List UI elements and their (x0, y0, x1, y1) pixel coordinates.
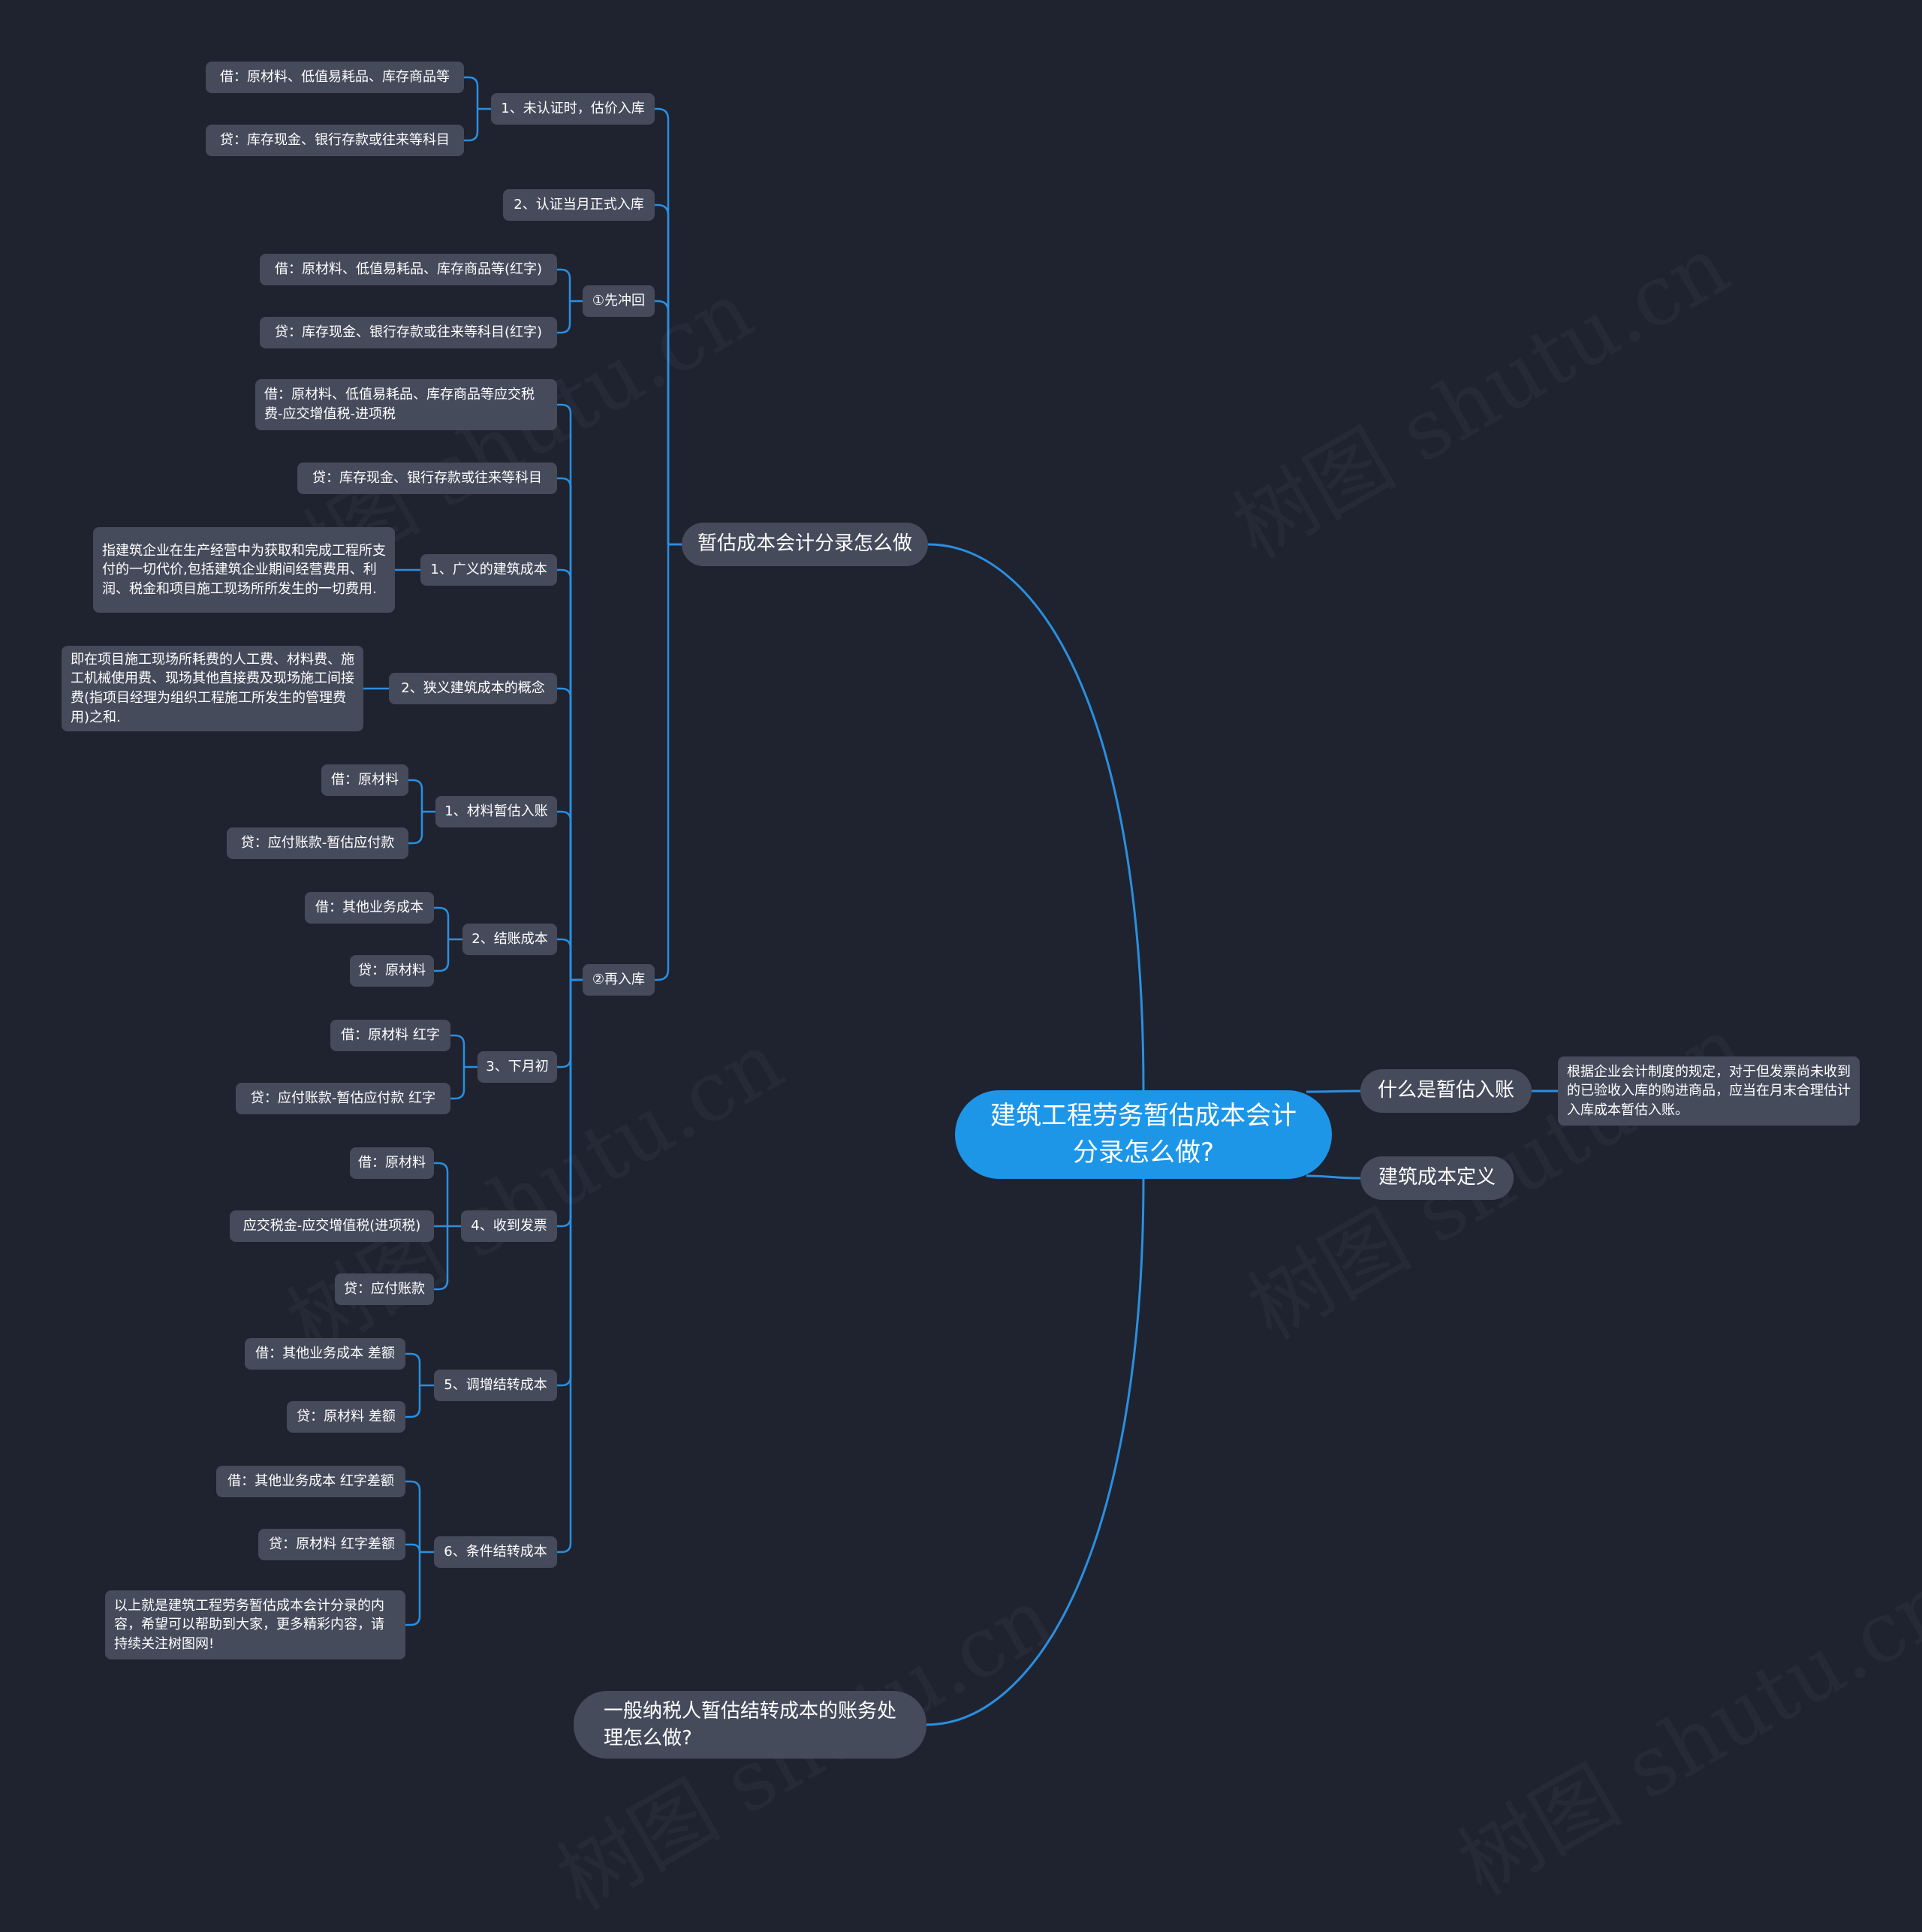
edge-estimate-child-1 (655, 203, 670, 544)
node-reverse-credit[interactable]: 贷：库存现金、银行存款或往来等科目(红字) (260, 317, 557, 348)
edge-restock-1 (557, 477, 572, 980)
node-settle-cost[interactable]: 2、结账成本 (462, 924, 557, 955)
edge-restock-2 (557, 568, 572, 980)
edge-root-general (926, 1178, 1145, 1726)
edge-restock-0 (557, 403, 572, 980)
edge-adjust-1 (405, 1385, 421, 1418)
edge-material-1 (408, 812, 423, 845)
node-invoice-debit[interactable]: 借：原材料 (350, 1147, 434, 1179)
node-unverified-credit[interactable]: 贷：库存现金、银行存款或往来等科目 (206, 125, 464, 156)
node-narrow-cost-note: 即在项目施工现场所耗费的人工费、材料费、施工机械使用费、现场其他直接费及现场施工… (62, 646, 363, 731)
connector-lines (363, 76, 1558, 1726)
edge-nextmonth-0 (450, 1034, 465, 1067)
node-adjust-cost[interactable]: 5、调增结转成本 (434, 1370, 557, 1401)
edge-restock-3 (557, 687, 572, 980)
edge-restock-8 (557, 980, 572, 1387)
node-unverified[interactable]: 1、未认证时，估价入库 (491, 93, 655, 125)
node-reverse-debit[interactable]: 借：原材料、低值易耗品、库存商品等(红字) (260, 254, 557, 285)
node-invoice-tax[interactable]: 应交税金-应交增值税(进项税) (230, 1210, 434, 1242)
edge-restock-6 (557, 980, 572, 1068)
edge-estimate-child-2 (655, 300, 670, 544)
edge-root-estimate (927, 543, 1145, 1091)
edge-restock-5 (557, 938, 572, 980)
edge-material-0 (408, 779, 423, 812)
mind-map-canvas: 树图 shutu.cn 树图 shutu.cn 树图 shutu.cn 树图 s… (62, 62, 1860, 1759)
node-adjust-debit[interactable]: 借：其他业务成本 差额 (245, 1338, 405, 1370)
node-material-debit[interactable]: 借：原材料 (321, 764, 408, 796)
edge-settle-0 (434, 906, 450, 939)
node-broad-cost-note: 指建筑企业在生产经营中为获取和完成工程所支付的一切代价,包括建筑企业期间经营费用… (93, 527, 395, 613)
node-invoice[interactable]: 4、收到发票 (461, 1210, 557, 1242)
root-topic[interactable]: 建筑工程劳务暂估成本会计分录怎么做? (955, 1090, 1332, 1179)
node-material-credit[interactable]: 贷：应付账款-暂估应付款 (227, 827, 408, 859)
edge-condition-2 (405, 1552, 421, 1626)
edge-restock-7 (557, 980, 572, 1228)
edge-unverified-0 (464, 76, 479, 109)
branch-what-is-estimate[interactable]: 什么是暂估入账 (1360, 1069, 1532, 1113)
node-reverse[interactable]: ①先冲回 (583, 285, 655, 317)
node-condition-cost[interactable]: 6、条件结转成本 (434, 1536, 557, 1568)
branch-general-taxpayer[interactable]: 一般纳税人暂估结转成本的账务处理怎么做? (574, 1691, 926, 1759)
node-restock-debit[interactable]: 借：原材料、低值易耗品、库存商品等应交税费-应交增值税-进项税 (255, 379, 557, 430)
edge-invoice-0 (434, 1162, 449, 1226)
node-condition-debit[interactable]: 借：其他业务成本 红字差额 (216, 1466, 405, 1497)
node-invoice-credit[interactable]: 贷：应付账款 (335, 1273, 434, 1305)
node-settle-debit[interactable]: 借：其他业务成本 (305, 892, 434, 924)
node-condition-credit[interactable]: 贷：原材料 红字差额 (258, 1529, 405, 1560)
node-material-estimate[interactable]: 1、材料暂估入账 (435, 796, 557, 827)
edge-condition-0 (405, 1480, 421, 1552)
edge-nextmonth-1 (450, 1067, 465, 1100)
node-narrow-cost[interactable]: 2、狭义建筑成本的概念 (389, 673, 557, 704)
edge-reverse-0 (557, 268, 571, 301)
node-settle-credit[interactable]: 贷：原材料 (350, 955, 434, 987)
edge-adjust-0 (405, 1352, 421, 1385)
node-unverified-debit[interactable]: 借：原材料、低值易耗品、库存商品等 (206, 62, 464, 93)
edge-invoice-2 (434, 1226, 449, 1291)
what-is-estimate-note: 根据企业会计制度的规定，对于但发票尚未收到的已验收入库的购进商品，应当在月末合理… (1558, 1056, 1860, 1126)
edge-estimate-child-3 (655, 544, 670, 981)
node-restock[interactable]: ②再入库 (583, 964, 655, 996)
edge-root-what (1306, 1090, 1361, 1093)
edge-condition-1 (405, 1543, 421, 1553)
branch-estimate-entries[interactable]: 暂估成本会计分录怎么做 (682, 523, 928, 566)
edge-reverse-1 (557, 301, 571, 334)
edge-restock-4 (557, 810, 572, 980)
edge-restock-9 (557, 980, 572, 1554)
node-restock-credit[interactable]: 贷：库存现金、银行存款或往来等科目 (297, 463, 557, 494)
node-next-month[interactable]: 3、下月初 (477, 1051, 557, 1083)
branch-cost-definition[interactable]: 建筑成本定义 (1360, 1156, 1514, 1200)
edge-unverified-1 (464, 109, 479, 142)
node-next-month-credit[interactable]: 贷：应付账款-暂估应付款 红字 (236, 1083, 450, 1114)
node-condition-note: 以上就是建筑工程劳务暂估成本会计分录的内容，希望可以帮助到大家，更多精彩内容，请… (105, 1590, 405, 1659)
edge-root-definition (1306, 1174, 1361, 1180)
edge-estimate-child-0 (655, 107, 670, 544)
node-broad-cost[interactable]: 1、广义的建筑成本 (420, 554, 557, 586)
edge-settle-1 (434, 939, 450, 972)
node-adjust-credit[interactable]: 贷：原材料 差额 (287, 1401, 405, 1433)
node-next-month-debit[interactable]: 借：原材料 红字 (330, 1020, 450, 1051)
node-verified[interactable]: 2、认证当月正式入库 (503, 189, 655, 221)
